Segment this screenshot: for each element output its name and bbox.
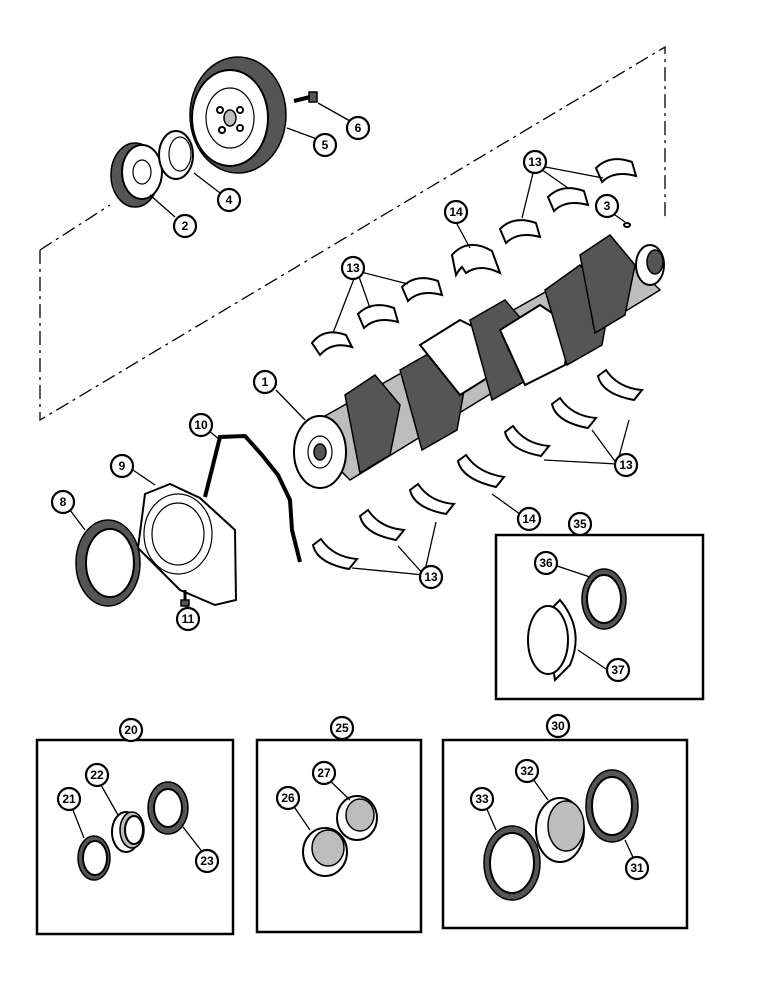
- callout-6: 6: [345, 115, 371, 141]
- damper-bolt: [293, 91, 318, 103]
- callout-13-bottom-left: 13: [418, 564, 444, 590]
- svg-text:4: 4: [226, 193, 233, 207]
- svg-text:30: 30: [551, 719, 565, 733]
- crankshaft-gear: [110, 142, 163, 208]
- svg-text:35: 35: [573, 517, 587, 531]
- svg-text:14: 14: [522, 512, 536, 526]
- crankshaft: [293, 234, 665, 489]
- front-end-group-outline: [39, 45, 666, 422]
- kit-box-30: [441, 738, 689, 930]
- sleeve-36: [581, 568, 627, 630]
- front-end-group-outline-top: [39, 204, 111, 251]
- callout-31: 31: [624, 855, 650, 881]
- callout-5: 5: [312, 132, 338, 158]
- svg-text:32: 32: [520, 764, 534, 778]
- svg-text:10: 10: [194, 418, 208, 432]
- callout-22: 22: [84, 762, 110, 788]
- svg-text:9: 9: [119, 459, 126, 473]
- installer-37: [527, 598, 577, 683]
- svg-text:13: 13: [619, 458, 633, 472]
- sleeve-32: [535, 797, 585, 863]
- seal-31: [585, 769, 639, 843]
- callout-11: 11: [175, 606, 201, 632]
- callout-36: 36: [533, 550, 559, 576]
- svg-text:3: 3: [604, 199, 611, 213]
- svg-text:6: 6: [355, 121, 362, 135]
- callout-35: 35: [567, 511, 593, 537]
- svg-text:2: 2: [182, 219, 189, 233]
- seal-23: [147, 781, 189, 835]
- svg-text:14: 14: [449, 205, 463, 219]
- callout-3: 3: [594, 193, 620, 219]
- svg-text:31: 31: [630, 861, 644, 875]
- callout-1: 1: [252, 369, 278, 395]
- leader-lines: [68, 102, 638, 867]
- kit-box-25: [255, 738, 423, 934]
- callout-2: 2: [172, 213, 198, 239]
- callout-33: 33: [469, 786, 495, 812]
- callout-25: 25: [329, 715, 355, 741]
- svg-text:5: 5: [322, 138, 329, 152]
- svg-text:36: 36: [539, 556, 553, 570]
- svg-text:13: 13: [528, 155, 542, 169]
- callout-8: 8: [50, 489, 76, 515]
- svg-text:13: 13: [424, 570, 438, 584]
- ring-21: [77, 835, 111, 881]
- vibration-damper: [189, 56, 287, 174]
- key: [623, 222, 631, 228]
- callout-30: 30: [545, 713, 571, 739]
- upper-bearing-shells: [310, 158, 638, 357]
- oil-slinger-ring: [158, 130, 194, 180]
- lower-bearing-shells: [311, 368, 644, 571]
- callout-10: 10: [188, 412, 214, 438]
- svg-text:23: 23: [200, 854, 214, 868]
- svg-text:26: 26: [281, 791, 295, 805]
- callout-4: 4: [216, 187, 242, 213]
- sleeve-26: [302, 827, 348, 877]
- svg-text:21: 21: [62, 792, 76, 806]
- sleeve-22: [111, 811, 145, 853]
- kit-box-35: [494, 533, 705, 701]
- retainer-bolt: [180, 590, 190, 607]
- callout-13-top-left: 13: [340, 255, 366, 281]
- svg-text:13: 13: [346, 261, 360, 275]
- rear-seal-retainer: [136, 482, 238, 607]
- callout-21: 21: [56, 786, 82, 812]
- callout-27: 27: [311, 760, 337, 786]
- callout-14-upper: 14: [443, 199, 469, 225]
- callout-13-bottom-right: 13: [613, 452, 639, 478]
- svg-text:25: 25: [335, 721, 349, 735]
- callout-9: 9: [109, 453, 135, 479]
- svg-text:8: 8: [60, 495, 67, 509]
- callout-13-top-right: 13: [522, 149, 548, 175]
- svg-text:11: 11: [182, 612, 195, 626]
- svg-text:27: 27: [317, 766, 331, 780]
- svg-text:22: 22: [90, 768, 104, 782]
- svg-text:1: 1: [262, 375, 269, 389]
- callout-14-lower: 14: [516, 506, 542, 532]
- svg-text:20: 20: [124, 723, 138, 737]
- callout-23: 23: [194, 848, 220, 874]
- svg-text:33: 33: [475, 792, 489, 806]
- sleeve-27: [336, 795, 378, 841]
- callout-37: 37: [605, 657, 631, 683]
- retainer-gasket: [203, 433, 302, 563]
- callout-32: 32: [514, 758, 540, 784]
- rear-oil-seal: [75, 519, 141, 607]
- seal-33: [483, 825, 541, 901]
- svg-text:37: 37: [611, 663, 625, 677]
- callout-26: 26: [275, 785, 301, 811]
- callout-20: 20: [118, 717, 144, 743]
